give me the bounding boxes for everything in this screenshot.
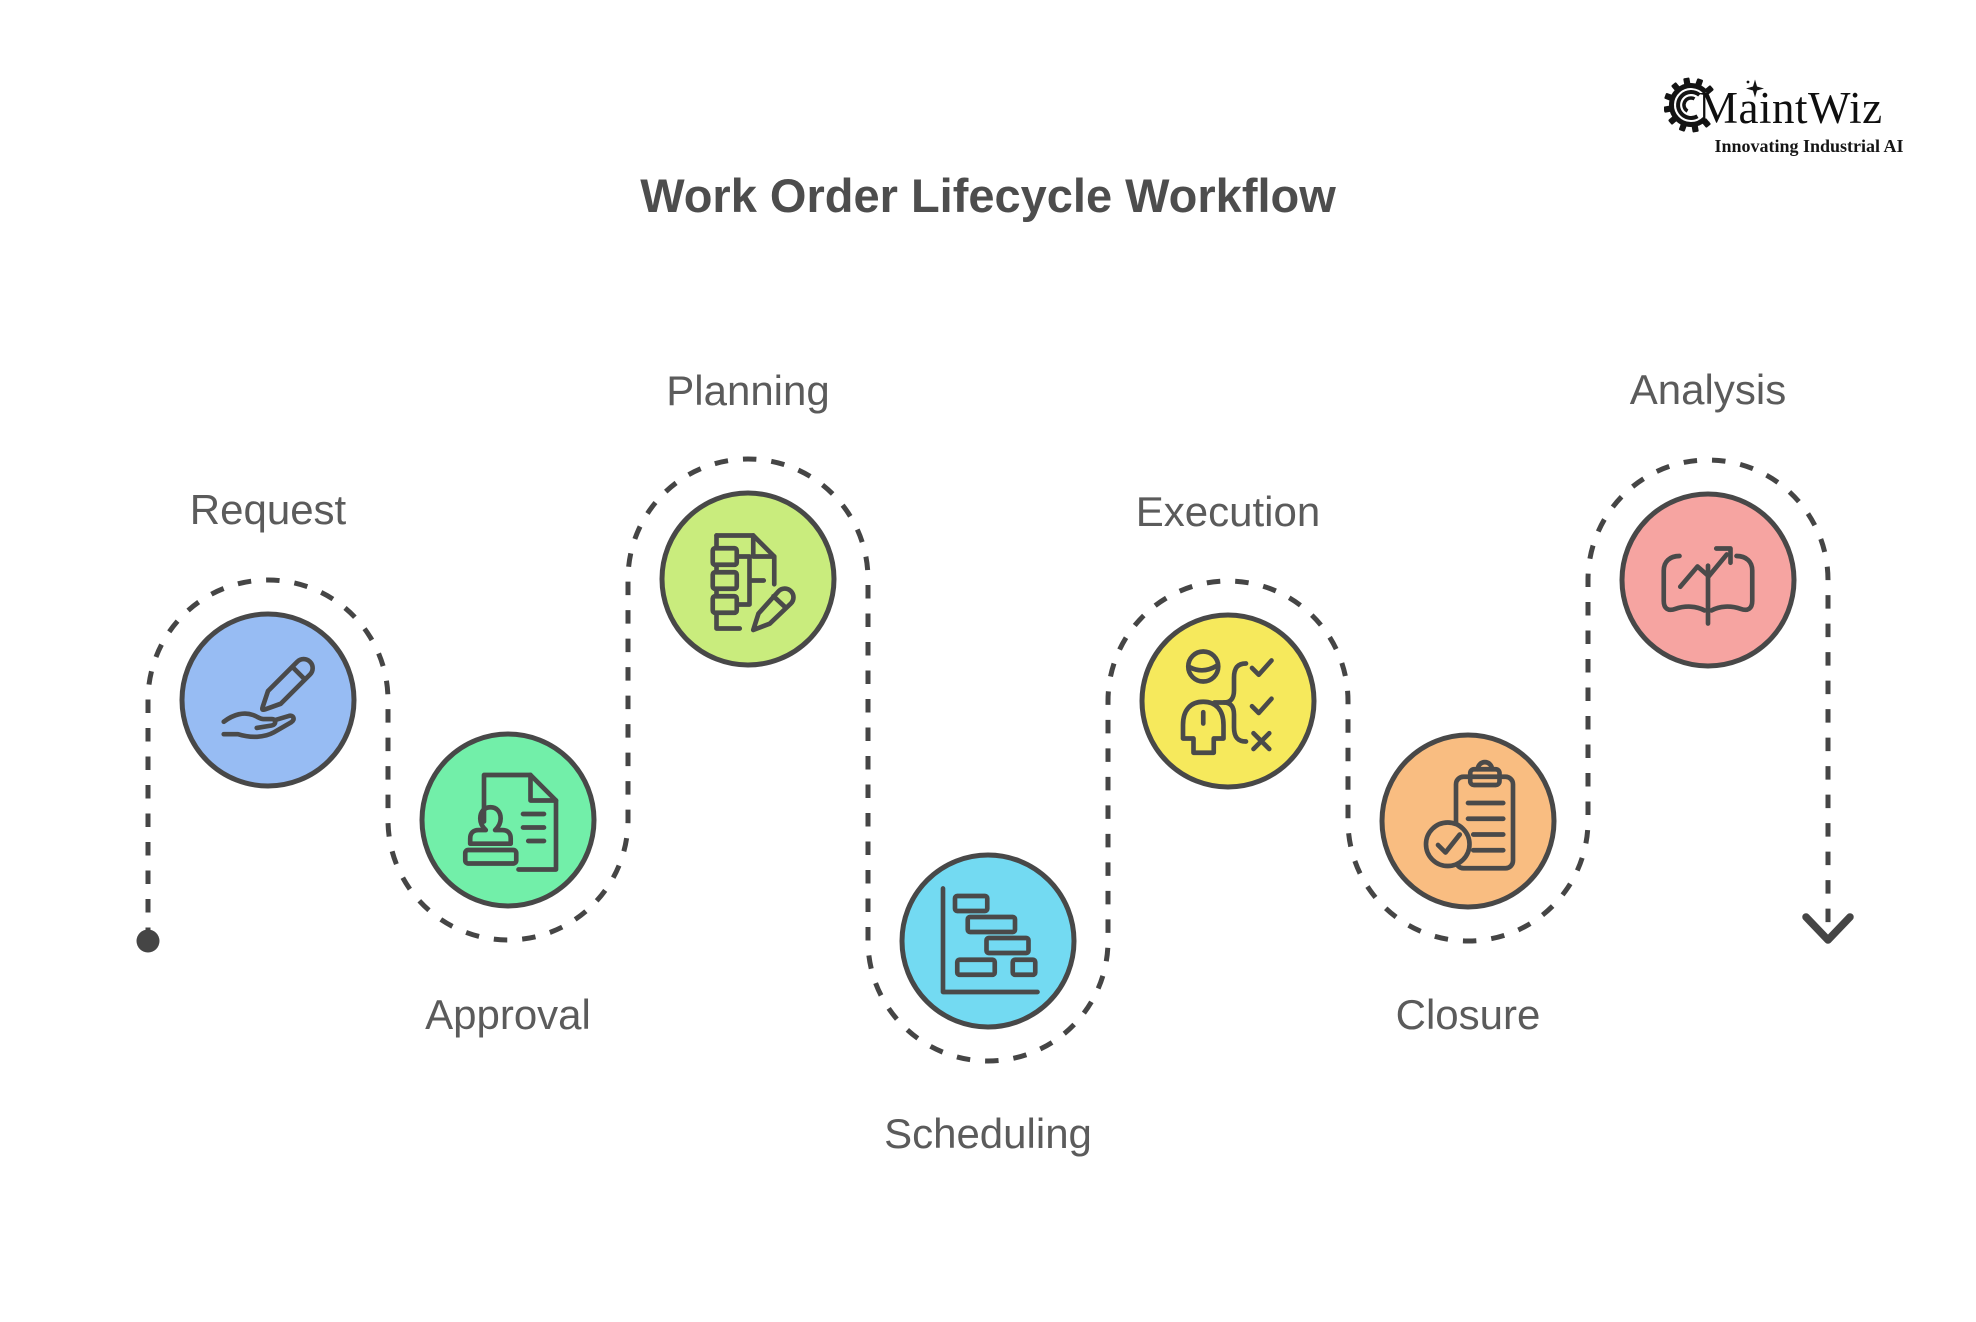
step-label-planning: Planning — [666, 367, 830, 414]
step-node-request — [179, 611, 357, 789]
step-label-analysis: Analysis — [1629, 366, 1787, 413]
step-node-approval — [419, 731, 597, 909]
stamp-document-icon — [462, 772, 559, 872]
step-node-planning — [659, 490, 837, 668]
clipboard-check-icon — [1423, 759, 1516, 871]
path-start-dot — [136, 929, 160, 953]
sparkle-icon — [1746, 79, 1764, 98]
step-node-scheduling — [899, 852, 1077, 1030]
step-label-closure: Closure — [1395, 991, 1541, 1038]
path-end-arrow-icon — [1802, 913, 1854, 944]
logo-wordmark: MaintWiz — [1698, 83, 1883, 133]
step-node-closure — [1379, 732, 1557, 910]
gear-icon — [1664, 77, 1714, 133]
page-title: Work Order Lifecycle Workflow — [640, 169, 1336, 222]
step-label-approval: Approval — [425, 991, 591, 1038]
logo-tagline: Innovating Industrial AI — [1714, 136, 1904, 156]
step-node-execution — [1139, 612, 1317, 790]
step-label-scheduling: Scheduling — [884, 1110, 1092, 1157]
step-circle-approval — [419, 731, 597, 909]
workflow-path — [145, 456, 1831, 1064]
step-label-request: Request — [189, 486, 347, 533]
book-trend-arrow-icon — [1661, 546, 1755, 626]
gantt-chart-icon — [940, 886, 1040, 995]
step-circle-request — [179, 611, 357, 789]
maintwiz-logo: MaintWiz Innovating Industrial AI — [1664, 76, 1924, 176]
step-node-analysis — [1619, 491, 1797, 669]
document-flowchart-pencil-icon — [710, 533, 796, 633]
step-label-execution: Execution — [1135, 488, 1321, 535]
pencil-hand-icon — [221, 656, 315, 740]
worker-checklist-icon — [1180, 649, 1274, 756]
